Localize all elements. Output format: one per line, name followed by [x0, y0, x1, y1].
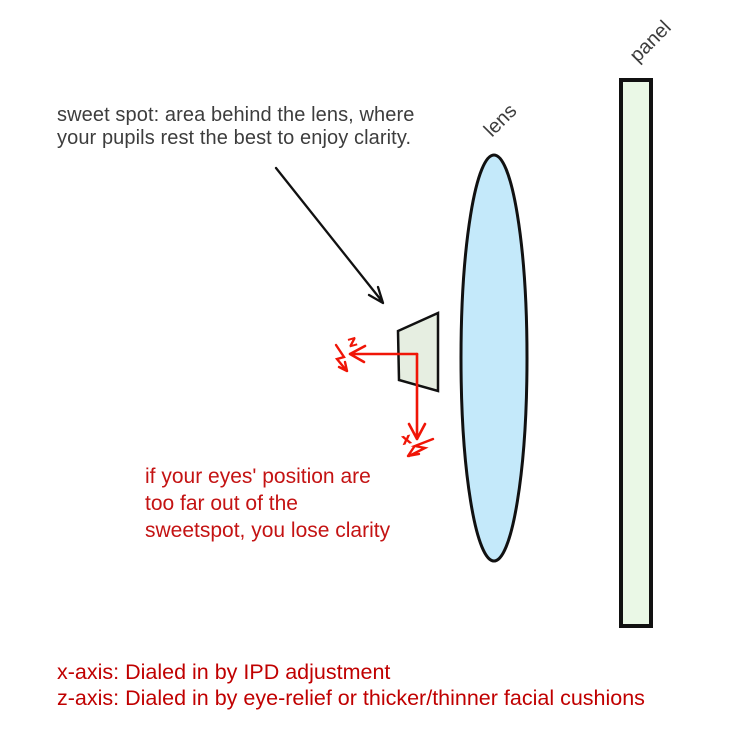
z-axis-label: z — [345, 331, 359, 352]
warning-note-line3: sweetspot, you lose clarity — [145, 519, 391, 542]
sweet-spot-note-line1: sweet spot: area behind the lens, where — [57, 104, 415, 126]
warning-note-line1: if your eyes' position are — [145, 465, 371, 488]
panel-shape — [619, 78, 653, 628]
sweet-spot-note: sweet spot: area behind the lens, where … — [57, 104, 414, 150]
z-axis-explanation: z-axis: Dialed in by eye-relief or thick… — [57, 686, 645, 710]
x-axis-label: x — [399, 428, 414, 449]
x-axis-explanation: x-axis: Dialed in by IPD adjustment — [57, 660, 391, 684]
warning-note: if your eyes' position are too far out o… — [145, 463, 390, 544]
warning-note-line2: too far out of the — [145, 492, 298, 515]
axis-explanation-note: x-axis: Dialed in by IPD adjustment z-ax… — [57, 659, 645, 711]
sweet-spot-note-line2: your pupils rest the best to enjoy clari… — [57, 127, 412, 149]
sweetspot-shape — [396, 311, 440, 393]
x-axis-arrow — [407, 352, 427, 441]
z-axis-arrow — [348, 344, 419, 364]
lens-shape — [459, 153, 529, 563]
pointer-arrow — [274, 166, 385, 305]
z-squiggle-arrow-icon — [334, 343, 349, 373]
x-squiggle-arrow-icon — [406, 437, 435, 458]
